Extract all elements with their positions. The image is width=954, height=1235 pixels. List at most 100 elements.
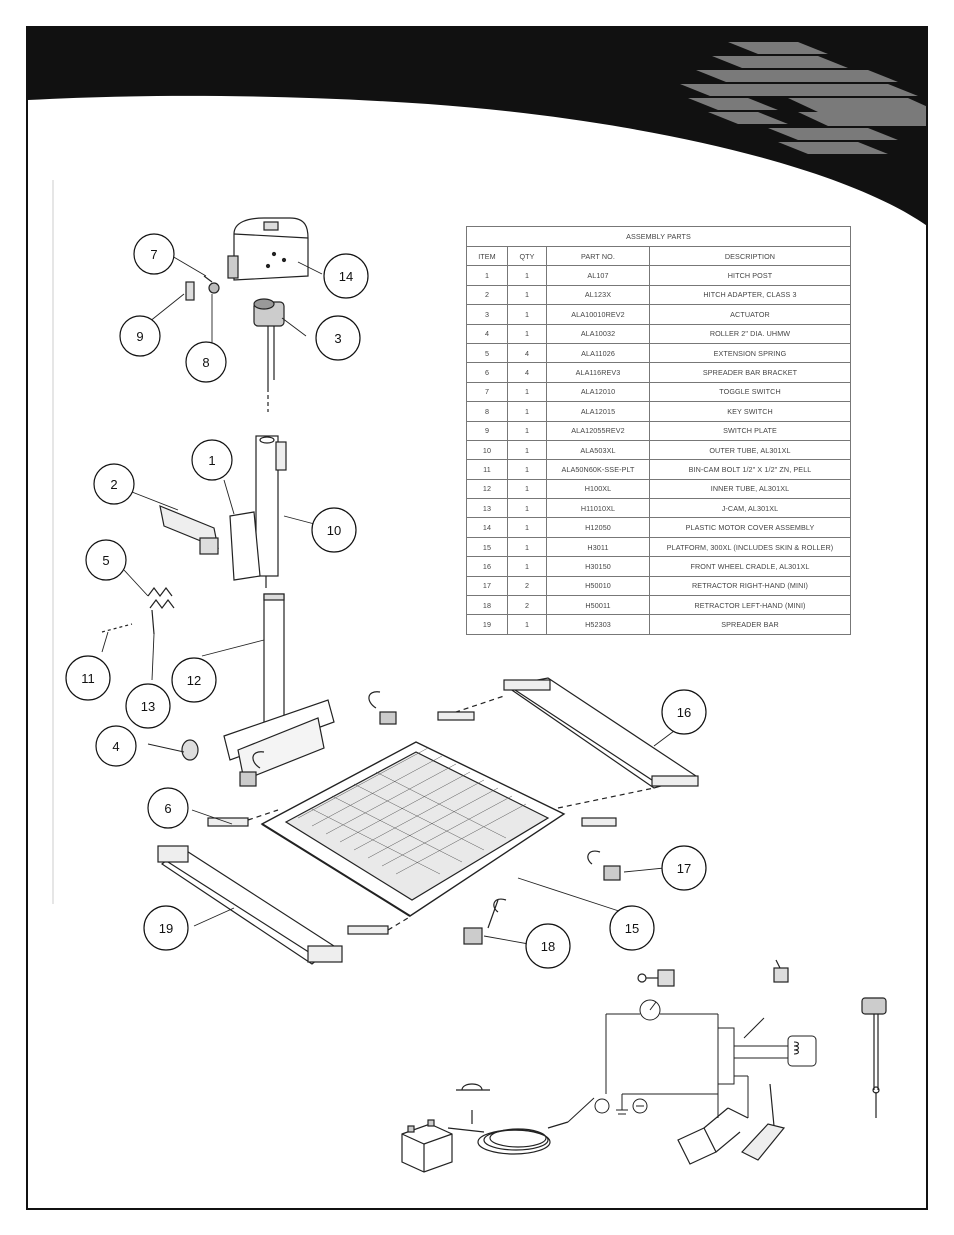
callout-12: 12 — [171, 657, 217, 703]
cell-qty: 2 — [507, 575, 547, 597]
cell-qty: 1 — [507, 439, 547, 461]
cell-part-no: H52303 — [546, 614, 650, 635]
remote-switch-icon — [861, 997, 887, 1118]
cell-description: J-CAM, AL301XL — [649, 498, 851, 519]
cell-description: ROLLER 2" DIA. UHMW — [649, 323, 851, 344]
col-header-item: ITEM — [466, 245, 508, 267]
cell-description: FRONT WHEEL CRADLE, AL301XL — [649, 556, 851, 577]
cell-item: 10 — [466, 439, 508, 461]
col-header-part-no: PART NO. — [546, 245, 650, 267]
cell-description: PLASTIC MOTOR COVER ASSEMBLY — [649, 517, 851, 538]
cell-qty: 2 — [507, 595, 547, 616]
cell-item: 1 — [466, 265, 508, 286]
callout-7: 7 — [133, 233, 175, 275]
cell-description: PLATFORM, 300XL (INCLUDES SKIN & ROLLER) — [649, 536, 851, 558]
cell-description: RETRACTOR LEFT-HAND (MINI) — [649, 595, 851, 616]
hitch-post — [159, 505, 261, 581]
cell-description: SWITCH PLATE — [649, 420, 851, 441]
spreader-bar — [157, 809, 409, 965]
cell-qty: 1 — [507, 498, 547, 519]
cell-part-no: H100XL — [546, 478, 650, 500]
callout-6: 6 — [147, 787, 189, 829]
cell-qty: 1 — [507, 459, 547, 480]
callout-5: 5 — [85, 539, 127, 581]
cell-part-no: ALA12015 — [546, 401, 650, 422]
callout-label-14: 14 — [339, 269, 353, 284]
cell-description: SPREADER BAR — [649, 614, 851, 635]
cell-part-no: H3011 — [546, 536, 650, 558]
cell-qty: 4 — [507, 362, 547, 383]
cell-part-no: AL123X — [546, 284, 650, 306]
table-title: ASSEMBLY PARTS — [466, 226, 851, 247]
actuator — [253, 298, 285, 412]
springs — [101, 587, 175, 635]
cell-description: RETRACTOR RIGHT-HAND (MINI) — [649, 575, 851, 597]
cell-qty: 1 — [507, 381, 547, 403]
callout-label-13: 13 — [141, 699, 155, 714]
callout-17: 17 — [661, 845, 707, 891]
cell-qty: 1 — [507, 401, 547, 422]
callout-label-11: 11 — [81, 671, 95, 686]
logo-stripes-icon — [680, 42, 926, 154]
cell-qty: 1 — [507, 284, 547, 306]
cell-qty: 1 — [507, 556, 547, 577]
cell-item: 3 — [466, 304, 508, 325]
callout-label-1: 1 — [208, 453, 215, 468]
cell-part-no: ALA11026 — [546, 342, 650, 364]
callout-label-9: 9 — [136, 329, 143, 344]
toggle-switch-icon — [773, 959, 789, 983]
cell-item: 6 — [466, 362, 508, 383]
callout-label-17: 17 — [677, 861, 691, 876]
battery-icon — [401, 1119, 453, 1173]
wiring-schematic — [567, 999, 817, 1123]
cell-description: ACTUATOR — [649, 304, 851, 325]
callout-label-2: 2 — [110, 477, 117, 492]
cell-item: 15 — [466, 536, 508, 558]
harness-plug-icon — [677, 1107, 749, 1165]
callout-label-10: 10 — [327, 523, 341, 538]
callout-3: 3 — [315, 315, 361, 361]
cell-part-no: ALA116REV3 — [546, 362, 650, 383]
callout-label-7: 7 — [150, 247, 157, 262]
motor-cover — [227, 217, 309, 281]
callout-14: 14 — [323, 253, 369, 299]
cell-part-no: H50010 — [546, 575, 650, 597]
cell-item: 14 — [466, 517, 508, 538]
cell-part-no: H11010XL — [546, 498, 650, 519]
cell-part-no: H12050 — [546, 517, 650, 538]
cell-item: 19 — [466, 614, 508, 635]
cell-item: 16 — [466, 556, 508, 577]
callout-15: 15 — [609, 905, 655, 951]
cell-description: INNER TUBE, AL301XL — [649, 478, 851, 500]
key-icon — [637, 969, 675, 987]
cell-description: OUTER TUBE, AL301XL — [649, 439, 851, 461]
cell-item: 13 — [466, 498, 508, 519]
inner-tube — [263, 593, 285, 735]
outer-tube — [255, 435, 287, 588]
cell-part-no: H50011 — [546, 595, 650, 616]
cell-description: HITCH POST — [649, 265, 851, 286]
cell-qty: 1 — [507, 478, 547, 500]
callout-label-12: 12 — [187, 673, 201, 688]
cell-item: 8 — [466, 401, 508, 422]
callout-16: 16 — [661, 689, 707, 735]
cell-part-no: ALA12010 — [546, 381, 650, 403]
callout-11: 11 — [65, 655, 111, 701]
cell-qty: 1 — [507, 614, 547, 635]
callout-label-15: 15 — [625, 921, 639, 936]
front-wheel-cradle — [437, 677, 699, 827]
